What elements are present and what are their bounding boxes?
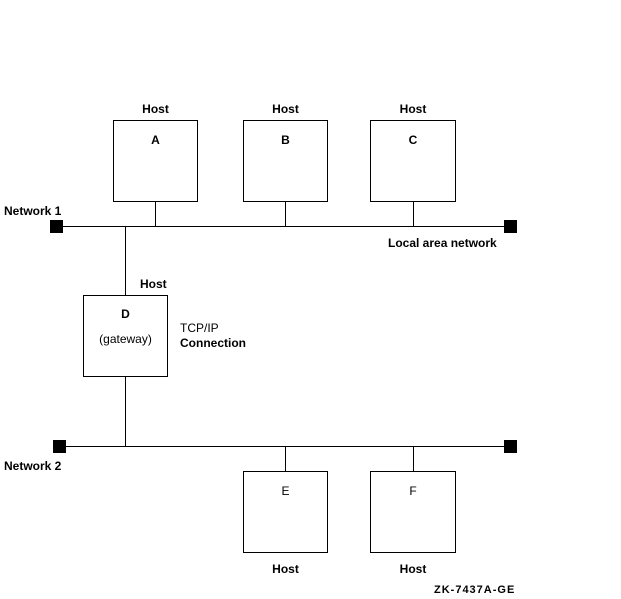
network2-terminator-left [53, 440, 66, 453]
host-box-a: A [113, 120, 198, 202]
tcpip-label: TCP/IP [180, 321, 219, 335]
host-box-b: B [243, 120, 328, 202]
network1-terminator-right [504, 220, 517, 233]
gateway-role-label: (gateway) [99, 332, 152, 346]
host-b-letter: B [281, 133, 290, 147]
host-f-caption: Host [399, 562, 427, 576]
host-box-c: C [370, 120, 456, 202]
connector-host-b-network1 [285, 202, 286, 227]
host-box-e: E [243, 471, 328, 553]
host-f-letter: F [409, 484, 417, 498]
host-c-caption: Host [399, 102, 427, 116]
gateway-host-box: D (gateway) [83, 295, 168, 377]
host-b-caption: Host [272, 102, 299, 116]
network1-line [56, 226, 511, 227]
connector-host-a-network1 [155, 202, 156, 227]
network1-terminator-left [50, 220, 63, 233]
gateway-downlink-line [125, 377, 126, 447]
host-box-f: F [370, 471, 456, 553]
gateway-host-caption: Host [140, 277, 167, 291]
network2-label: Network 2 [4, 459, 62, 473]
gateway-host-letter: D [121, 307, 130, 321]
figure-id: ZK-7437A-GE [434, 584, 516, 596]
host-e-caption: Host [272, 562, 299, 576]
network1-label: Network 1 [4, 204, 62, 218]
gateway-uplink-line [125, 227, 126, 295]
host-a-caption: Host [142, 102, 169, 116]
connector-host-f-network2 [413, 447, 414, 471]
host-e-letter: E [281, 484, 290, 498]
network2-terminator-right [504, 440, 517, 453]
connection-label: Connection [180, 336, 246, 350]
connector-host-c-network1 [413, 202, 414, 227]
connector-host-e-network2 [285, 447, 286, 471]
host-c-letter: C [408, 133, 418, 147]
host-a-letter: A [151, 133, 160, 147]
network2-line [59, 446, 511, 447]
local-area-network-label: Local area network [388, 236, 497, 250]
